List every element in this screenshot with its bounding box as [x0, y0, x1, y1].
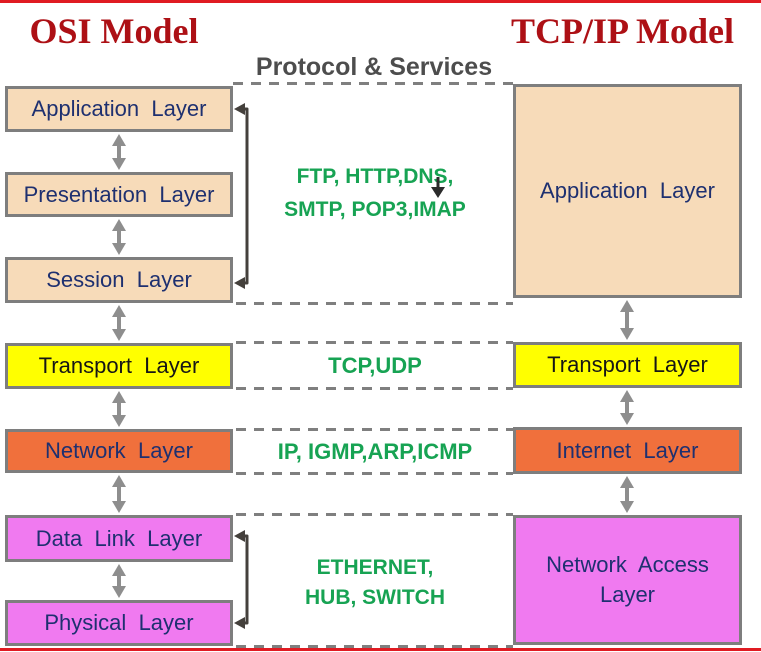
tcpip-box-network-access: Network Access Layer [513, 515, 742, 645]
dashed-separator [236, 472, 513, 475]
layer-label: Presentation Layer [23, 181, 215, 207]
page-title-osi: OSI Model [29, 11, 199, 51]
top-red-rule [0, 0, 761, 3]
double-arrow-icon [112, 219, 126, 255]
section-heading-protocols: Protocol & Services [255, 53, 493, 81]
tcpip-box-application: Application Layer [513, 84, 742, 298]
protocol-group-link: ETHERNET, HUB, SWITCH [237, 553, 513, 613]
layer-label: Network Access Layer [546, 552, 709, 607]
osi-box-transport: Transport Layer [5, 343, 233, 389]
double-arrow-icon [112, 564, 126, 598]
tcpip-box-transport: Transport Layer [513, 342, 742, 388]
layer-label: Application Layer [31, 96, 207, 121]
osi-box-network: Network Layer [5, 429, 233, 473]
protocol-line: SMTP, POP3,IMAP [284, 198, 466, 221]
osi-box-presentation: Presentation Layer [5, 172, 233, 217]
dashed-separator [236, 302, 513, 305]
layer-label: Data Link Layer [35, 525, 203, 551]
protocol-group-network: IP, IGMP,ARP,ICMP [277, 439, 473, 464]
protocol-line: HUB, SWITCH [305, 586, 445, 609]
dashed-separator [233, 82, 513, 85]
layer-label: Application Layer [540, 178, 715, 203]
layer-label: Internet Layer [556, 437, 699, 463]
dashed-separator [236, 387, 513, 390]
osi-box-data-link: Data Link Layer [5, 515, 233, 562]
double-arrow-icon [620, 300, 634, 340]
protocol-group-application: FTP, HTTP,DNS, SMTP, POP3,IMAP [237, 160, 513, 226]
layer-label: Transport Layer [547, 352, 708, 377]
tcpip-box-internet: Internet Layer [513, 427, 742, 474]
double-arrow-icon [620, 390, 634, 425]
layer-label: Session Layer [46, 267, 192, 292]
page-title-tcpip: TCP/IP Model [511, 11, 734, 51]
double-arrow-icon [620, 476, 634, 513]
double-arrow-icon [112, 305, 126, 341]
layer-label: Transport Layer [38, 353, 200, 378]
double-arrow-icon [112, 391, 126, 427]
protocol-group-transport: TCP,UDP [328, 353, 422, 378]
osi-box-session: Session Layer [5, 257, 233, 303]
bottom-red-rule [0, 648, 761, 651]
osi-box-application: Application Layer [5, 86, 233, 132]
double-arrow-icon [112, 475, 126, 513]
dashed-separator [236, 513, 513, 516]
dashed-separator [236, 341, 513, 344]
osi-box-physical: Physical Layer [5, 600, 233, 646]
dashed-separator [236, 645, 513, 648]
protocol-line: FTP, HTTP,DNS, [296, 165, 454, 188]
dashed-separator [236, 428, 513, 431]
protocol-line: ETHERNET, [316, 556, 434, 579]
double-arrow-icon [112, 134, 126, 170]
layer-label: Physical Layer [44, 610, 194, 635]
layer-label: Network Layer [45, 438, 193, 463]
